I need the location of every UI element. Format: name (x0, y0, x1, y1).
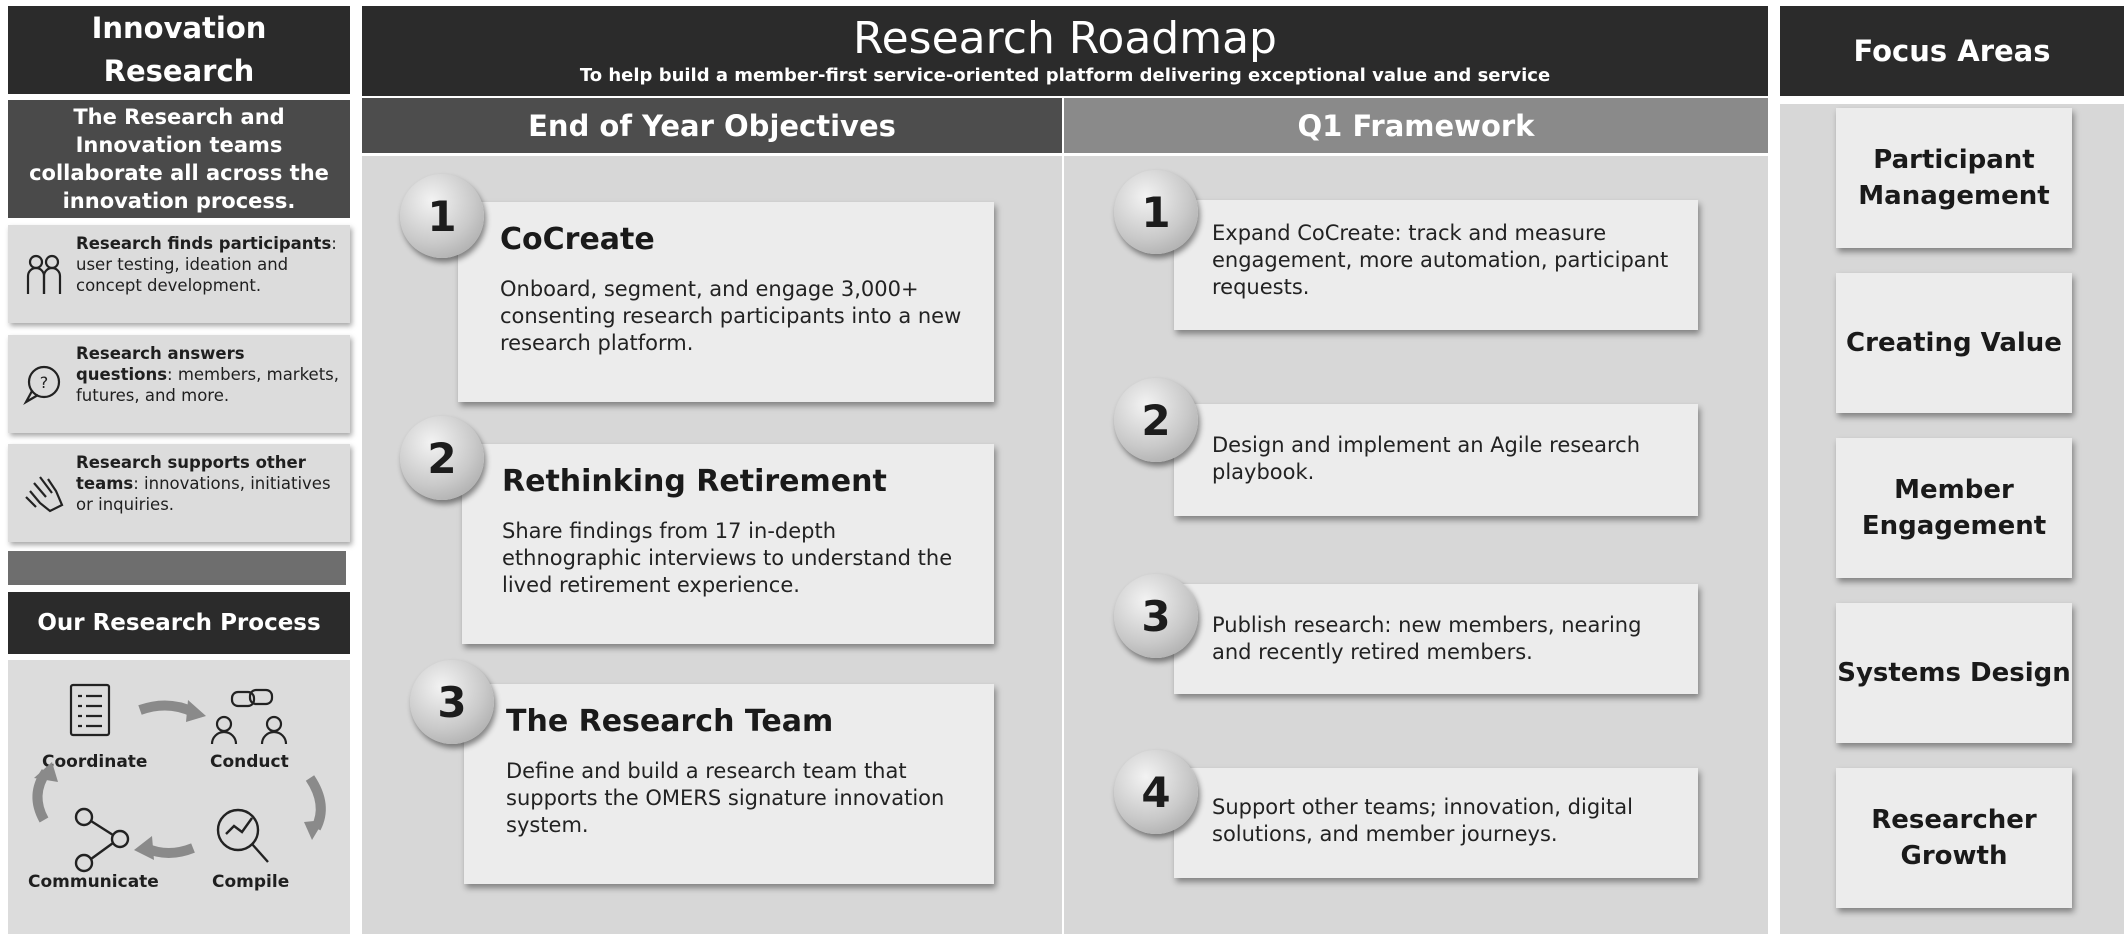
objective-card: CoCreate Onboard, segment, and engage 3,… (458, 202, 994, 402)
question-bubble-icon: ? (23, 365, 61, 405)
focus-card: Researcher Growth (1836, 768, 2072, 908)
card-bold: Research supports other teams (76, 453, 306, 493)
focus-line-1: Creating Value (1846, 328, 2062, 358)
focus-line-1: Researcher (1871, 805, 2037, 835)
framework-heading: Q1 Framework (1064, 98, 1768, 153)
cycle-arrows (32, 700, 326, 860)
focus-card: Member Engagement (1836, 438, 2072, 578)
research-supports-card: Research supports other teams: innovatio… (8, 444, 350, 542)
focus-areas-title: Focus Areas (1780, 6, 2124, 96)
page-title: Research Roadmap (853, 13, 1277, 64)
svg-text:?: ? (40, 373, 49, 392)
framework-number: 1 (1114, 170, 1198, 254)
focus-line-1: Participant (1873, 145, 2035, 175)
intro-text: The Research and Innovation teams collab… (8, 100, 350, 218)
objective-title: CoCreate (500, 222, 655, 257)
objective-number: 1 (400, 174, 484, 258)
focus-card: Creating Value (1836, 273, 2072, 413)
objective-title: The Research Team (506, 704, 834, 739)
framework-card: Design and implement an Agile research p… (1174, 404, 1698, 516)
conduct-group-icon (210, 688, 288, 745)
card-bold: Research answers questions (76, 344, 245, 384)
objective-number: 3 (410, 660, 494, 744)
compile-label: Compile (212, 872, 290, 892)
share-network-icon (74, 807, 130, 873)
framework-number: 2 (1114, 378, 1198, 462)
framework-text: Design and implement an Agile research p… (1212, 433, 1640, 484)
process-title: Our Research Process (8, 592, 350, 654)
framework-card: Support other teams; innovation, digital… (1174, 768, 1698, 878)
objectives-heading: End of Year Objectives (362, 98, 1062, 153)
magnifier-chart-icon (216, 808, 269, 863)
objective-text: Define and build a research team that su… (506, 759, 945, 837)
conduct-label: Conduct (210, 752, 289, 772)
research-process-diagram: Coordinate Conduct Compile Communicate (8, 660, 350, 934)
focus-card: Systems Design (1836, 603, 2072, 743)
card-text: : user testing, ideation and concept dev… (76, 234, 337, 295)
card-text: : members, markets, futures, and more. (76, 365, 340, 405)
framework-text: Support other teams; innovation, digital… (1212, 795, 1633, 846)
people-icon (26, 254, 62, 294)
research-answers-card: ? Research answers questions: members, m… (8, 335, 350, 433)
divider-bar (8, 551, 346, 585)
hand-icon (25, 476, 64, 513)
objective-text: Onboard, segment, and engage 3,000+ cons… (500, 277, 962, 355)
focus-line-2: Growth (1900, 841, 2008, 871)
coordinate-label: Coordinate (42, 752, 148, 772)
objective-number: 2 (400, 416, 484, 500)
title-line-2: Research (103, 54, 255, 88)
objective-title: Rethinking Retirement (502, 464, 887, 499)
title-line-1: Innovation (91, 11, 267, 45)
card-text: : innovations, initiatives or inquiries. (76, 474, 331, 514)
objective-card: The Research Team Define and build a res… (464, 684, 994, 884)
objective-text: Share findings from 17 in-depth ethnogra… (502, 519, 953, 597)
objective-card: Rethinking Retirement Share findings fro… (462, 444, 994, 644)
checklist-icon (69, 683, 111, 737)
research-finds-card: Research finds participants: user testin… (8, 225, 350, 323)
framework-text: Expand CoCreate: track and measure engag… (1212, 221, 1669, 299)
focus-line-1: Systems Design (1837, 658, 2071, 688)
roadmap-header: Research Roadmap To help build a member-… (362, 6, 1768, 96)
framework-number: 3 (1114, 574, 1198, 658)
page-subtitle: To help build a member-first service-ori… (579, 65, 1551, 86)
communicate-label: Communicate (28, 872, 159, 892)
focus-line-2: Management (1858, 181, 2050, 211)
framework-card: Expand CoCreate: track and measure engag… (1174, 200, 1698, 330)
innovation-research-title: Innovation Research (8, 6, 350, 94)
focus-line-1: Member (1894, 475, 2014, 505)
focus-line-2: Engagement (1861, 511, 2047, 541)
framework-number: 4 (1114, 750, 1198, 834)
card-bold: Research finds participants (76, 234, 332, 253)
framework-text: Publish research: new members, nearing a… (1212, 613, 1642, 664)
framework-card: Publish research: new members, nearing a… (1174, 584, 1698, 694)
focus-card: Participant Management (1836, 108, 2072, 248)
